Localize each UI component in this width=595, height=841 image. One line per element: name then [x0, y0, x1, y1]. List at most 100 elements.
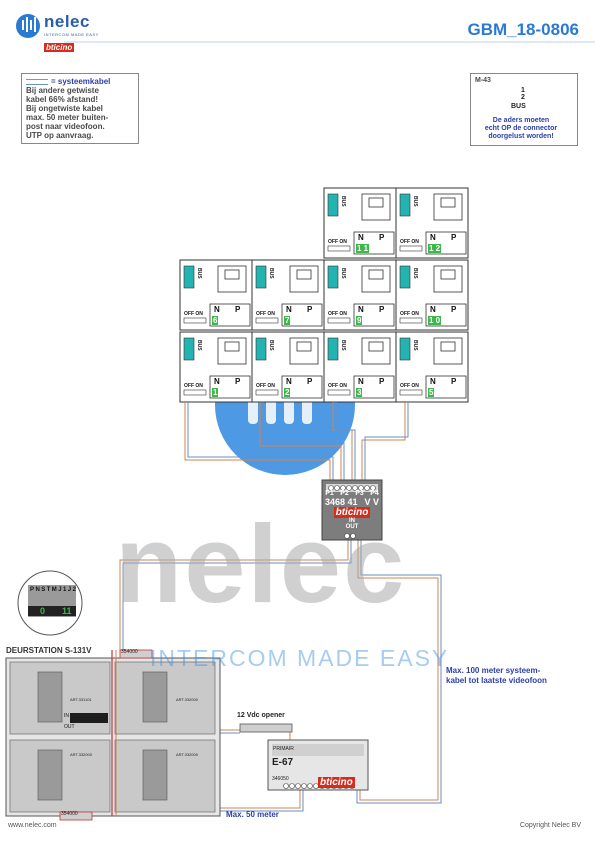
terminal-block-icon — [255, 337, 267, 361]
legend-title: = systeemkabel — [51, 77, 111, 86]
off-on-switch-icon — [255, 317, 279, 324]
legend-line: UTP op aanvraag. — [26, 131, 94, 140]
dip-label: P — [30, 587, 35, 593]
n-label: N — [430, 305, 436, 314]
address-code: 7 — [284, 316, 291, 325]
bus-label: BUS — [196, 340, 202, 351]
address-code: 1 1 — [356, 244, 370, 253]
p-label: P — [235, 305, 241, 314]
cable-legend-icon — [26, 78, 48, 85]
terminal-block-icon — [327, 265, 339, 289]
legend-line: post naar videofoon. — [26, 122, 105, 131]
bus-label: BUS — [196, 268, 202, 279]
legend-line: kabel 66% afstand! — [26, 95, 99, 104]
distributor-port: P3 — [355, 490, 364, 497]
max50-label: Max. 50 meter — [226, 810, 279, 819]
address-code: 5 — [428, 388, 435, 397]
logo-brand: bticino — [44, 43, 75, 52]
psu-code: E-67 — [272, 757, 294, 768]
psu-brand: bticino — [318, 777, 355, 788]
videophone-grid — [179, 187, 469, 403]
off-on-label: OFF ON — [328, 239, 347, 245]
off-on-switch-icon — [255, 389, 279, 396]
door-station-title: DEURSTATION S-131V — [6, 646, 92, 655]
door-station-bottom-code: 354000 — [61, 811, 78, 817]
psu-brand-wrap: bticino — [318, 772, 355, 790]
off-on-label: OFF ON — [400, 239, 419, 245]
terminal-block-icon — [399, 265, 411, 289]
terminal-block-icon — [399, 193, 411, 217]
logo-tagline: INTERCOM MADE EASY — [44, 32, 99, 37]
terminal-block-icon — [183, 265, 195, 289]
bus-label: BUS — [412, 268, 418, 279]
m43-terminal-1: 1 — [521, 87, 525, 94]
off-on-switch-icon — [399, 389, 423, 396]
legend-line: Bij ongetwiste kabel — [26, 104, 103, 113]
dip-label: N — [35, 587, 40, 593]
off-on-switch-icon — [183, 317, 207, 324]
screen-icon — [224, 341, 240, 352]
terminal-block-icon — [399, 337, 411, 361]
screen-icon — [440, 341, 456, 352]
off-on-switch-icon — [327, 317, 351, 324]
terminal-block-icon — [327, 193, 339, 217]
bus-label: BUS — [340, 196, 346, 207]
address-code: 2 — [284, 388, 291, 397]
dip-label: S — [41, 587, 46, 593]
off-on-switch-icon — [183, 389, 207, 396]
dip-label: 2 — [72, 587, 76, 593]
off-on-label: OFF ON — [400, 311, 419, 317]
nelec-logo-icon — [16, 14, 40, 38]
door-opener — [239, 723, 293, 733]
m43-line: De aders moeten — [492, 117, 550, 124]
p-label: P — [379, 377, 385, 386]
distributor-out: OUT — [345, 524, 359, 530]
n-label: N — [358, 377, 364, 386]
screen-icon — [368, 197, 384, 208]
legend-line: Bij andere getwiste — [26, 86, 99, 95]
np-switch-box — [281, 303, 323, 327]
m43-line: doorgelust worden! — [488, 133, 554, 140]
max100-label: Max. 100 meter systeem- kabel tot laatst… — [446, 666, 547, 685]
dip-value-1: 11 — [62, 606, 72, 616]
dip-label: J — [67, 587, 72, 593]
n-label: N — [286, 305, 292, 314]
door-station — [5, 649, 221, 821]
bus-label: BUS — [268, 268, 274, 279]
p-label: P — [379, 305, 385, 314]
n-label: N — [358, 233, 364, 242]
screen-icon — [440, 269, 456, 280]
dip-label: M — [51, 587, 57, 593]
footer-copyright: Copyright Nelec BV — [519, 822, 581, 829]
address-code: 1 — [212, 388, 219, 397]
off-on-label: OFF ON — [400, 383, 419, 389]
bus-label: BUS — [340, 268, 346, 279]
psu-top-label: PRIMAIR — [273, 746, 294, 752]
door-in-label: IN — [64, 713, 69, 719]
address-code: 1 2 — [428, 244, 442, 253]
bus-label: BUS — [268, 340, 274, 351]
p-label: P — [379, 233, 385, 242]
np-switch-box — [209, 303, 251, 327]
logo-name: nelec — [44, 12, 90, 31]
address-code: 1 0 — [428, 316, 442, 325]
n-label: N — [430, 377, 436, 386]
m43-title: M-43 — [475, 77, 491, 84]
p-label: P — [307, 377, 313, 386]
screen-icon — [224, 269, 240, 280]
distributor-model: 3468 41 — [325, 497, 358, 507]
dip-label: 1 — [63, 587, 67, 593]
distributor-port: P4 — [370, 490, 379, 497]
bus-label: BUS — [412, 340, 418, 351]
dip-label: T — [46, 587, 51, 593]
psu-model: 346050 — [272, 776, 289, 782]
door-out-label: OUT — [64, 724, 75, 730]
p-label: P — [451, 305, 457, 314]
m43-bus-label: BUS — [511, 103, 526, 110]
distributor-port: P2 — [340, 490, 349, 497]
watermark-tagline: INTERCOM MADE EASY — [150, 645, 450, 671]
p-label: P — [451, 377, 457, 386]
n-label: N — [214, 305, 220, 314]
off-on-switch-icon — [399, 317, 423, 324]
